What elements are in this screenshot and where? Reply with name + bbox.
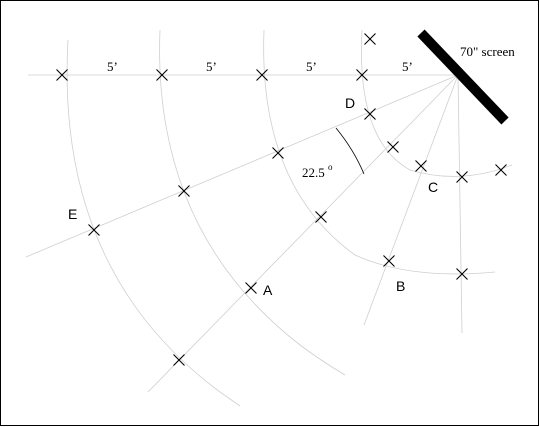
seat-marker-6 — [364, 108, 376, 120]
x-mark-stroke — [156, 69, 168, 81]
seat-marker-8 — [415, 160, 427, 172]
x-mark-stroke — [383, 255, 395, 267]
radial-line-90 — [457, 74, 463, 334]
position-label-b: B — [396, 278, 405, 294]
position-label-a: A — [263, 282, 273, 298]
x-mark-stroke — [88, 224, 100, 236]
seat-marker-14 — [315, 211, 327, 223]
seat-marker-13 — [88, 224, 100, 236]
seat-marker-7 — [387, 141, 399, 153]
radial-line-45 — [147, 74, 459, 393]
x-mark-stroke — [456, 268, 468, 280]
seat-marker-15 — [383, 255, 395, 267]
seat-marker-12 — [178, 185, 190, 197]
x-mark-stroke — [256, 69, 268, 81]
distance-label-1: 5’ — [107, 59, 118, 74]
angle-arc — [335, 127, 365, 175]
seat-marker-11 — [272, 147, 284, 159]
x-mark-stroke — [178, 185, 190, 197]
distance-arc-20ft — [66, 39, 241, 407]
seat-marker-10 — [495, 164, 507, 176]
x-mark-stroke — [364, 33, 376, 45]
distance-label-3: 5’ — [306, 59, 317, 74]
x-mark-stroke — [387, 141, 399, 153]
screen-label: 70" screen — [460, 44, 515, 59]
distance-label-2: 5’ — [206, 59, 217, 74]
tv-screen — [417, 29, 509, 125]
seat-marker-16 — [456, 268, 468, 280]
angle-label: 22.5 o — [302, 162, 333, 180]
x-mark-stroke — [356, 69, 368, 81]
position-label-e: E — [68, 206, 77, 222]
seat-marker-17 — [245, 282, 257, 294]
distance-arc-5ft — [361, 29, 513, 177]
seat-marker-4 — [356, 69, 368, 81]
x-mark-stroke — [364, 108, 376, 120]
distance-arc-15ft — [159, 29, 346, 376]
seat-marker-2 — [156, 69, 168, 81]
position-labels: A B C D E — [68, 95, 438, 298]
x-mark-stroke — [245, 282, 257, 294]
x-mark-stroke — [56, 69, 68, 81]
seat-marker-18 — [173, 354, 185, 366]
x-mark-stroke — [272, 147, 284, 159]
seat-marker-9 — [456, 171, 468, 183]
angle-value: 22.5 — [302, 165, 325, 180]
x-mark-stroke — [315, 211, 327, 223]
seat-marker-1 — [56, 69, 68, 81]
distance-labels: 5’ 5’ 5’ 5’ — [107, 59, 413, 74]
distance-arc-10ft — [263, 29, 496, 275]
angle-degree-symbol: o — [328, 162, 333, 172]
distance-label-4: 5’ — [402, 59, 413, 74]
distance-arcs — [66, 29, 513, 407]
radial-line-67 — [363, 74, 459, 326]
x-mark-stroke — [173, 354, 185, 366]
seat-markers — [56, 33, 507, 366]
x-mark-stroke — [456, 171, 468, 183]
seat-marker-5 — [364, 33, 376, 45]
position-label-c: C — [428, 179, 438, 195]
x-mark-stroke — [415, 160, 427, 172]
position-label-d: D — [345, 95, 355, 111]
seat-marker-3 — [256, 69, 268, 81]
x-mark-stroke — [495, 164, 507, 176]
